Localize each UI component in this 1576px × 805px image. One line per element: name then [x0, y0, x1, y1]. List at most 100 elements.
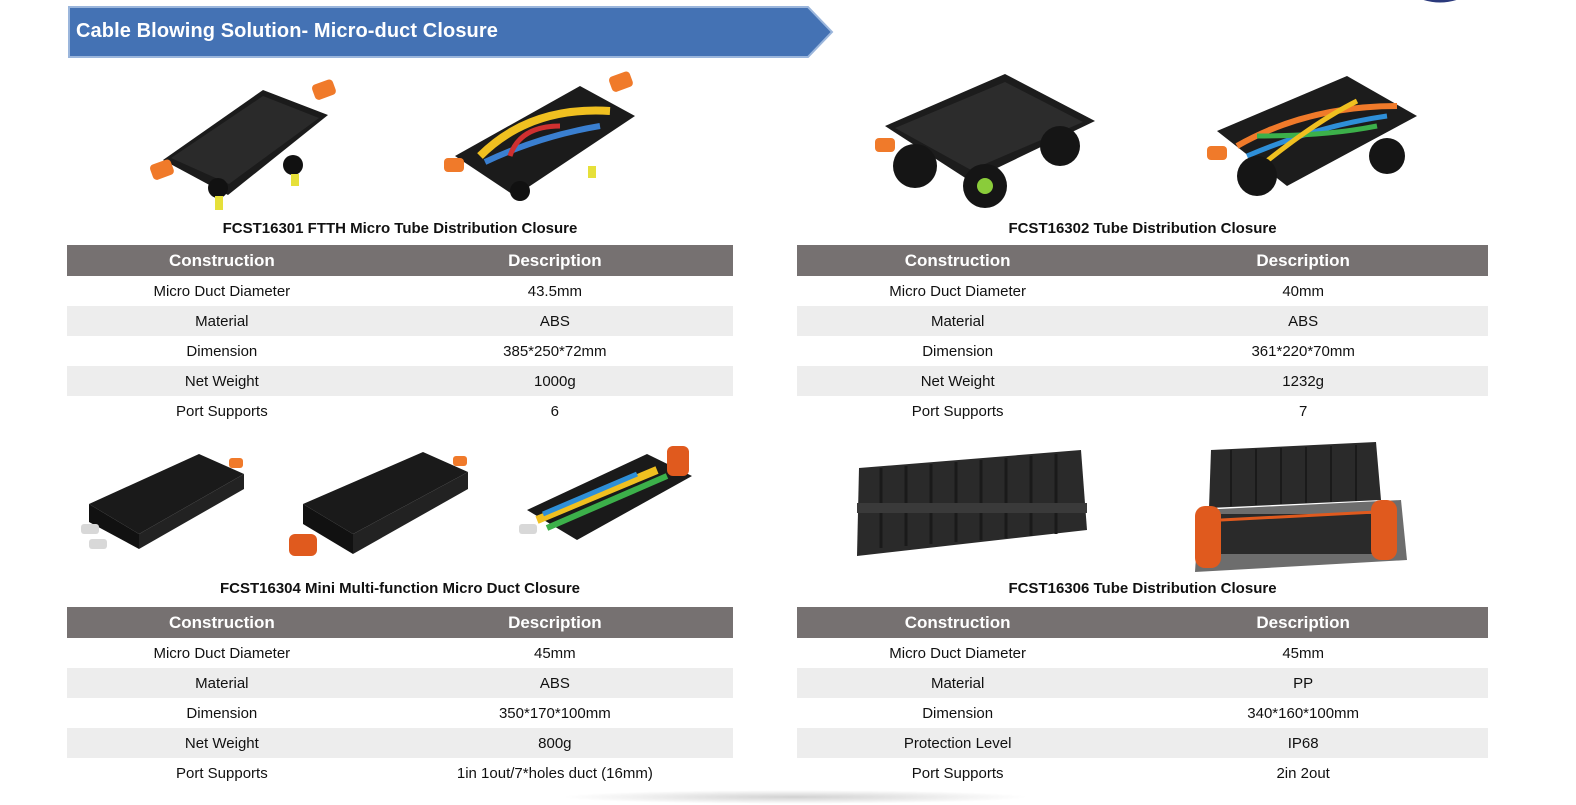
product-card: FCST16304 Mini Multi-function Micro Duct… [67, 440, 733, 790]
row-label: Micro Duct Diameter [153, 282, 291, 300]
product-images [67, 60, 733, 220]
row-value: 6 [550, 402, 560, 420]
closed-closure-photo [149, 79, 336, 210]
closed-closure-photo [875, 74, 1095, 208]
table-row: Dimension 350*170*100mm [67, 698, 733, 728]
table-row: Micro Duct Diameter 43.5mm [67, 276, 733, 306]
row-value: 2in 2out [1276, 764, 1330, 782]
table-row: Micro Duct Diameter 45mm [797, 638, 1488, 668]
column-header: Construction [67, 607, 377, 638]
row-label: Port Supports [175, 764, 268, 782]
row-label: Net Weight [797, 366, 1119, 396]
row-value: ABS [1118, 306, 1488, 336]
closed-closure-photo [857, 450, 1087, 556]
product-images [67, 440, 733, 578]
row-label: Port Supports [175, 402, 268, 420]
product-title: FCST16306 Tube Distribution Closure [1008, 580, 1277, 597]
table-row: Port Supports 7 [797, 396, 1488, 426]
row-label: Dimension [922, 342, 994, 360]
row-label: Micro Duct Diameter [153, 644, 291, 662]
column-header: Construction [797, 245, 1119, 276]
row-label: Dimension [186, 704, 258, 722]
row-label: Material [797, 306, 1119, 336]
row-label: Dimension [922, 704, 994, 722]
spec-table: Construction Description Micro Duct Diam… [67, 245, 733, 426]
row-label: Protection Level [797, 728, 1119, 758]
row-value: 43.5mm [527, 282, 582, 300]
row-value: 7 [1298, 402, 1308, 420]
row-value: 40mm [1282, 282, 1324, 300]
closed-closure-photo [81, 454, 244, 549]
logo-arc [1424, 0, 1456, 3]
page-shadow [560, 790, 1030, 804]
column-header: Construction [797, 607, 1119, 638]
column-header: Description [376, 245, 733, 276]
row-value: ABS [376, 306, 733, 336]
table-row: Port Supports 6 [67, 396, 733, 426]
row-label: Net Weight [67, 366, 377, 396]
column-header: Description [1118, 245, 1488, 276]
open-closure-photo [444, 71, 635, 201]
product-title: FCST16301 FTTH Micro Tube Distribution C… [222, 220, 578, 237]
table-row: Dimension 361*220*70mm [797, 336, 1488, 366]
table-header-row: Construction Description [797, 607, 1488, 638]
spec-table: Construction Description Micro Duct Diam… [67, 607, 733, 788]
table-row: Port Supports 1in 1out/7*holes duct (16mm… [67, 758, 733, 788]
row-value: IP68 [1118, 728, 1488, 758]
row-label: Micro Duct Diameter [889, 644, 1026, 662]
row-value: 1in 1out/7*holes duct (16mm) [456, 764, 653, 782]
product-title: FCST16302 Tube Distribution Closure [1008, 220, 1277, 237]
product-card: FCST16306 Tube Distribution Closure Cons… [797, 440, 1488, 790]
row-value: 45mm [1282, 644, 1324, 662]
table-header-row: Construction Description [67, 245, 733, 276]
row-value: 340*160*100mm [1247, 704, 1360, 722]
row-label: Material [67, 668, 377, 698]
row-value: 45mm [534, 644, 576, 662]
row-label: Port Supports [911, 764, 1004, 782]
row-label: Material [67, 306, 377, 336]
row-value: 361*220*70mm [1251, 342, 1355, 360]
open-closure-photo [519, 446, 692, 540]
header-banner: Cable Blowing Solution- Micro-duct Closu… [68, 6, 834, 58]
product-images [797, 440, 1488, 578]
closed-closure-photo [289, 452, 468, 556]
open-closure-photo [1207, 76, 1417, 196]
row-value: 385*250*72mm [503, 342, 607, 360]
table-header-row: Construction Description [797, 245, 1488, 276]
row-value: 1232g [1118, 366, 1488, 396]
column-header: Description [376, 607, 733, 638]
row-value: 800g [376, 728, 733, 758]
product-title: FCST16304 Mini Multi-function Micro Duct… [219, 580, 581, 597]
row-value: PP [1118, 668, 1488, 698]
product-card: FCST16302 Tube Distribution Closure Cons… [797, 60, 1488, 436]
table-row: Dimension 340*160*100mm [797, 698, 1488, 728]
row-label: Net Weight [67, 728, 377, 758]
table-row: Dimension 385*250*72mm [67, 336, 733, 366]
row-label: Dimension [186, 342, 258, 360]
table-row: Micro Duct Diameter 45mm [67, 638, 733, 668]
column-header: Construction [67, 245, 377, 276]
open-closure-photo [1195, 442, 1407, 572]
row-label: Port Supports [911, 402, 1004, 420]
product-card: FCST16301 FTTH Micro Tube Distribution C… [67, 60, 733, 436]
column-header: Description [1118, 607, 1488, 638]
product-images [797, 60, 1488, 220]
row-label: Material [797, 668, 1119, 698]
row-value: ABS [376, 668, 733, 698]
spec-table: Construction Description Micro Duct Diam… [797, 245, 1488, 426]
table-row: Port Supports 2in 2out [797, 758, 1488, 788]
row-value: 350*170*100mm [498, 704, 611, 722]
page-title: Cable Blowing Solution- Micro-duct Closu… [76, 20, 498, 42]
row-value: 1000g [376, 366, 733, 396]
table-header-row: Construction Description [67, 607, 733, 638]
spec-table: Construction Description Micro Duct Diam… [797, 607, 1488, 788]
